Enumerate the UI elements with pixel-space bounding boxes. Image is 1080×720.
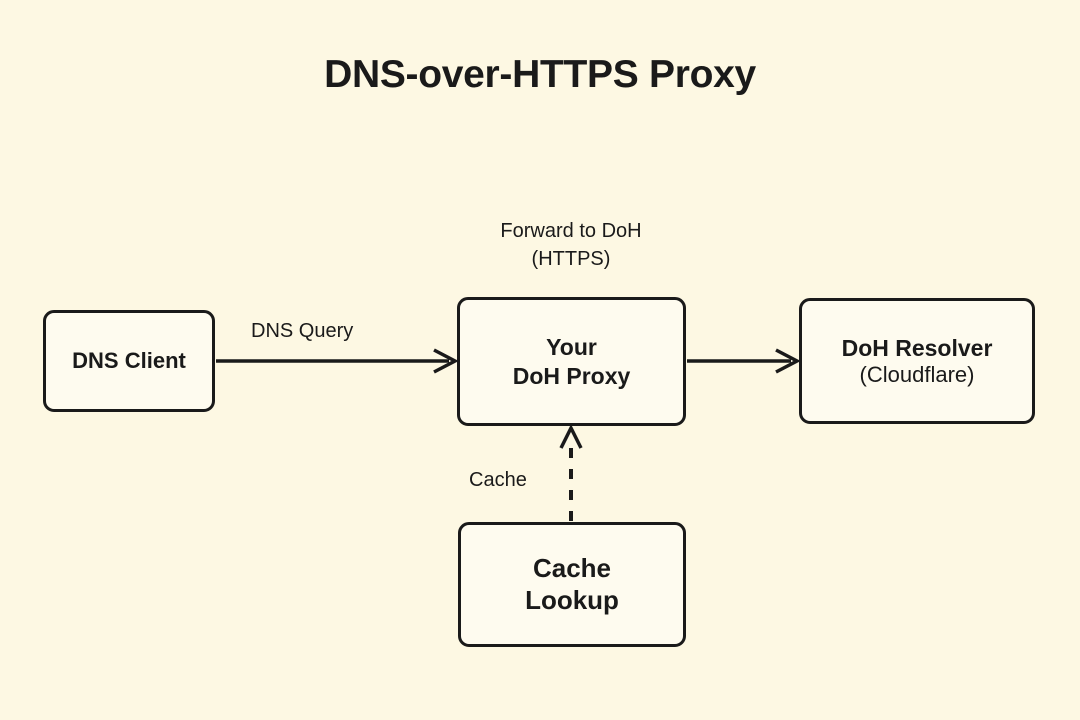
node-doh-resolver-label: DoH Resolver: [841, 334, 993, 361]
node-your-doh-proxy[interactable]: Your DoH Proxy: [457, 297, 686, 426]
edge-label-forward-to-doh-line1: Forward to DoH: [500, 220, 642, 242]
node-doh-resolver[interactable]: DoH Resolver (Cloudflare): [799, 298, 1035, 424]
edge-label-cache: Cache: [469, 467, 527, 495]
node-cache-lookup[interactable]: Cache Lookup: [458, 522, 686, 647]
node-cache-lookup-label-line2: Lookup: [525, 584, 619, 615]
edge-label-dns-query: DNS Query: [251, 318, 353, 346]
edge-proxy-to-resolver: [687, 348, 801, 374]
edge-cache-to-proxy: [559, 424, 583, 521]
node-doh-resolver-sublabel: (Cloudflare): [859, 361, 975, 387]
edge-label-dns-query-line1: DNS Query: [251, 320, 354, 342]
node-cache-lookup-label-line1: Cache: [532, 552, 612, 583]
node-your-doh-proxy-label-line1: Your: [546, 334, 597, 361]
edge-label-forward-to-doh: Forward to DoH (HTTPS): [446, 218, 696, 273]
edge-label-cache-line1: Cache: [469, 469, 527, 491]
node-dns-client-label: DNS Client: [72, 347, 186, 373]
edge-client-to-proxy: [216, 348, 459, 374]
edge-label-forward-to-doh-line2: (HTTPS): [531, 247, 611, 270]
node-your-doh-proxy-label-line2: DoH Proxy: [512, 362, 631, 389]
node-dns-client[interactable]: DNS Client: [43, 310, 215, 412]
page-title: DNS-over-HTTPS Proxy: [324, 53, 756, 96]
